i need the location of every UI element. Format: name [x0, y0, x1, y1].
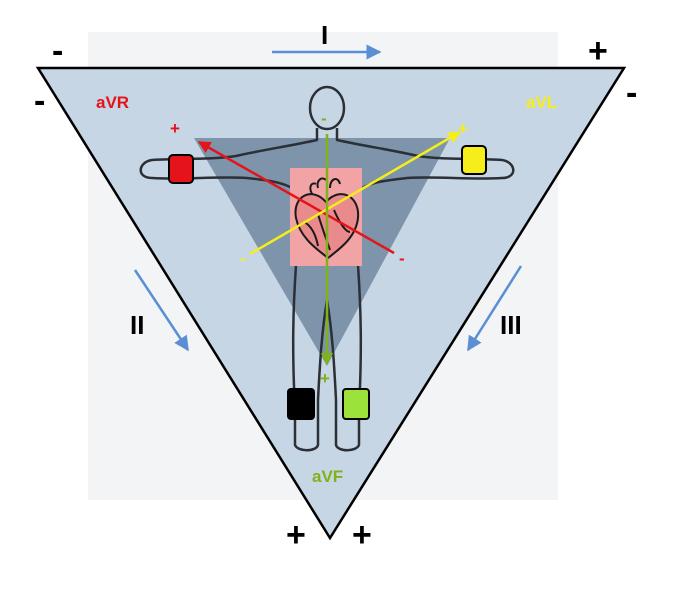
- aVR-vector: [197, 140, 395, 255]
- sign-bottom-left: +: [286, 516, 306, 554]
- sign-topleft-upper: -: [52, 32, 63, 70]
- aVF-label: aVF: [312, 467, 343, 486]
- lead-III-label: III: [500, 310, 522, 340]
- aVF-minus: -: [321, 109, 327, 128]
- sign-topleft-lower: -: [34, 82, 45, 120]
- lead-II-arrow: [133, 269, 190, 352]
- electrode-left-leg: [342, 388, 370, 420]
- lead-III-arrow: [466, 265, 523, 352]
- sign-topright-upper: +: [588, 32, 608, 70]
- aVL-plus: +: [458, 119, 468, 138]
- aVR-minus: -: [399, 249, 405, 268]
- lead-II-label: II: [130, 310, 144, 340]
- lead-I-label: I: [321, 20, 328, 50]
- sign-bottom-right: +: [352, 516, 372, 554]
- aVR-plus: +: [170, 119, 180, 138]
- sign-topright-lower: -: [626, 74, 637, 112]
- aVR-label: aVR: [96, 93, 129, 112]
- electrode-left-arm: [461, 145, 487, 175]
- aVL-vector: [249, 130, 462, 256]
- aVF-plus: +: [320, 369, 330, 388]
- aVL-minus: -: [240, 249, 246, 268]
- electrode-right-arm: [168, 154, 194, 184]
- aVL-label: aVL: [526, 93, 557, 112]
- electrode-right-leg: [287, 388, 315, 420]
